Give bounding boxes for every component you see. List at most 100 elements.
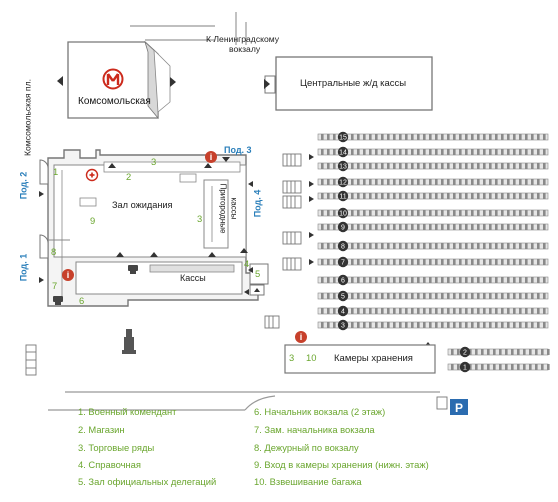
track-sleeper — [357, 193, 360, 199]
track-sleeper — [405, 134, 408, 140]
track-sleeper — [363, 224, 366, 230]
track-sleeper — [513, 293, 516, 299]
track-sleeper — [507, 210, 510, 216]
track-sleeper — [525, 149, 528, 155]
track-sleeper — [543, 134, 546, 140]
legend-item: 1. Военный комендант — [78, 406, 177, 417]
track-sleeper — [429, 259, 432, 265]
track-sleeper — [387, 277, 390, 283]
track-sleeper — [429, 179, 432, 185]
track-sleeper — [399, 210, 402, 216]
track-sleeper — [321, 163, 324, 169]
track-sleeper — [423, 210, 426, 216]
track-sleeper — [487, 349, 490, 355]
track-sleeper — [447, 163, 450, 169]
track-sleeper — [381, 293, 384, 299]
track-sleeper — [441, 243, 444, 249]
track-sleeper — [513, 163, 516, 169]
track-sleeper — [513, 179, 516, 185]
track-sleeper — [489, 193, 492, 199]
track-sleeper — [465, 149, 468, 155]
track-sleeper — [399, 277, 402, 283]
track-sleeper — [453, 293, 456, 299]
track-sleeper — [447, 134, 450, 140]
track-sleeper — [423, 277, 426, 283]
track-sleeper — [489, 210, 492, 216]
track-sleeper — [519, 259, 522, 265]
track-sleeper — [411, 243, 414, 249]
track-sleeper — [435, 163, 438, 169]
track-sleeper — [495, 308, 498, 314]
track-sleeper — [327, 134, 330, 140]
track-sleeper — [417, 293, 420, 299]
track-sleeper — [369, 293, 372, 299]
track-sleeper — [441, 149, 444, 155]
track-sleeper — [525, 243, 528, 249]
track-sleeper — [531, 163, 534, 169]
track-sleeper — [531, 134, 534, 140]
track-sleeper — [423, 322, 426, 328]
to-leningradsky-label-1: К Ленинградскому — [206, 34, 280, 44]
track-sleeper — [531, 243, 534, 249]
track-sleeper — [543, 277, 546, 283]
luggage-storage-label: Камеры хранения — [334, 353, 413, 364]
track-sleeper — [513, 259, 516, 265]
railway-track — [317, 292, 549, 300]
track-sleeper — [387, 243, 390, 249]
track-sleeper — [405, 210, 408, 216]
track-sleeper — [363, 163, 366, 169]
track-sleeper — [481, 349, 484, 355]
track-sleeper — [475, 349, 478, 355]
track-sleeper — [459, 163, 462, 169]
marker-trade-rows: 3 — [151, 156, 157, 167]
track-sleeper — [471, 322, 474, 328]
track-sleeper — [423, 293, 426, 299]
track-sleeper — [531, 308, 534, 314]
track-sleeper — [441, 259, 444, 265]
track-sleeper — [471, 149, 474, 155]
railway-track — [317, 209, 549, 217]
track-sleeper — [441, 293, 444, 299]
track-sleeper — [453, 308, 456, 314]
track-sleeper — [351, 210, 354, 216]
track-sleeper — [531, 149, 534, 155]
track-sleeper — [525, 322, 528, 328]
track-sleeper — [321, 259, 324, 265]
track-sleeper — [495, 259, 498, 265]
track-sleeper — [321, 293, 324, 299]
track-sleeper — [321, 193, 324, 199]
track-sleeper — [381, 259, 384, 265]
track-sleeper — [465, 134, 468, 140]
platform-number: 2 — [463, 350, 467, 357]
track-sleeper — [417, 134, 420, 140]
track-sleeper — [483, 193, 486, 199]
track-sleeper — [429, 163, 432, 169]
track-sleeper — [411, 259, 414, 265]
legend-item: 6. Начальник вокзала (2 этаж) — [254, 406, 386, 417]
track-sleeper — [417, 259, 420, 265]
track-sleeper — [447, 277, 450, 283]
track-sleeper — [435, 259, 438, 265]
track-sleeper — [405, 224, 408, 230]
info-icon: i — [300, 332, 303, 342]
track-sleeper — [363, 179, 366, 185]
track-sleeper — [381, 134, 384, 140]
track-sleeper — [369, 210, 372, 216]
track-sleeper — [537, 322, 540, 328]
stairs-icons — [25, 153, 448, 410]
track-sleeper — [495, 193, 498, 199]
track-sleeper — [357, 243, 360, 249]
platform-number-badge — [337, 176, 349, 188]
track-sleeper — [369, 193, 372, 199]
track-sleeper — [453, 163, 456, 169]
track-sleeper — [333, 308, 336, 314]
track-sleeper — [399, 293, 402, 299]
legend-item: 3. Торговые ряды — [78, 442, 155, 453]
track-sleeper — [531, 259, 534, 265]
track-sleeper — [481, 364, 484, 370]
track-sleeper — [351, 149, 354, 155]
track-sleeper — [405, 179, 408, 185]
track-sleeper — [417, 322, 420, 328]
track-sleeper — [441, 277, 444, 283]
track-sleeper — [475, 364, 478, 370]
